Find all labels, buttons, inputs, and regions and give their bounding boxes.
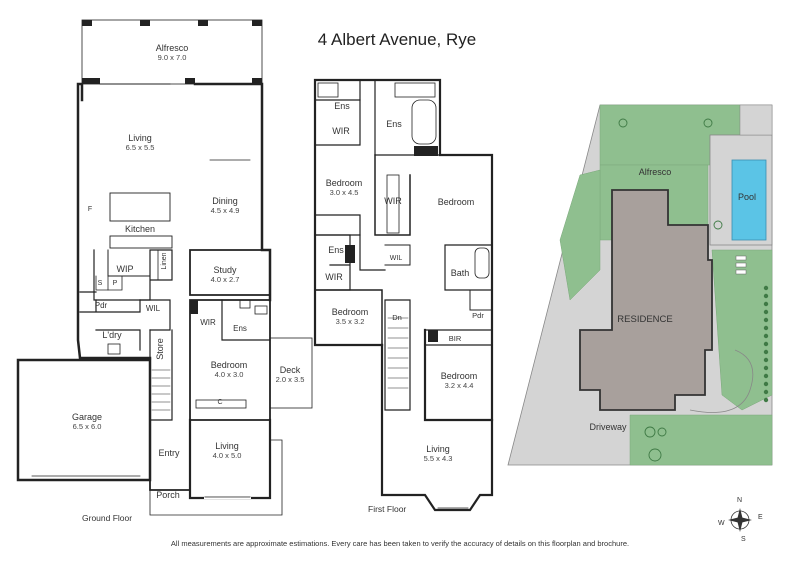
site-label-driveway: Driveway	[589, 422, 627, 432]
shelf-mark-s: S	[97, 280, 103, 287]
compass-n: N	[737, 497, 743, 504]
room-label-wip: WIP	[116, 264, 134, 274]
room-label-ens-c: Ens	[328, 245, 344, 255]
room-label-pdr: Pdr	[94, 301, 108, 310]
compass-w: W	[718, 520, 725, 527]
room-label-wir-c: WIR	[325, 272, 343, 282]
first-floor-title: First Floor	[368, 504, 407, 514]
fridge-mark: F	[87, 206, 93, 213]
alfresco-posts	[82, 20, 262, 84]
site-label-residence: RESIDENCE	[617, 314, 673, 325]
trees	[618, 118, 723, 462]
room-label-pdr-first: Pdr	[472, 311, 484, 320]
room-label-bath: Bath	[450, 268, 470, 278]
site-plan	[507, 104, 773, 466]
room-label-entry: Entry	[158, 448, 180, 458]
room-label-wil-first: WIL	[389, 255, 403, 262]
room-label-linen: Linen	[161, 252, 168, 270]
room-label-store: Store	[155, 338, 165, 360]
room-label-bir: BIR	[448, 334, 462, 343]
room-label-kitchen: Kitchen	[124, 224, 156, 234]
shelf-mark-p: P	[112, 280, 118, 287]
alfresco-outline	[81, 19, 263, 85]
room-label-wir: WIR	[200, 318, 216, 327]
room-label-wil: WIL	[145, 304, 161, 313]
hedge	[763, 285, 769, 403]
cupboard-mark-c: C	[217, 399, 223, 406]
room-label-ens: Ens	[233, 324, 247, 333]
room-label-wir-mid: WIR	[384, 196, 402, 206]
site-label-pool: Pool	[737, 192, 757, 202]
page-title: 4 Albert Avenue, Rye	[317, 30, 477, 49]
room-label-bedroom-b: Bedroom	[437, 197, 475, 207]
compass	[728, 508, 752, 532]
room-label-ens-a: Ens	[334, 101, 350, 111]
ground-floor-title: Ground Floor	[82, 513, 133, 523]
disclaimer: All measurements are approximate estimat…	[170, 539, 630, 548]
stairs-down-label: Dn	[392, 313, 402, 322]
room-label-porch: Porch	[156, 490, 180, 500]
site-label-alfresco: Alfresco	[638, 167, 672, 177]
room-label-wir-a: WIR	[332, 126, 350, 136]
compass-e: E	[758, 514, 763, 521]
compass-s: S	[741, 536, 746, 543]
first-floor-plan	[313, 78, 494, 512]
ground-floor-plan	[16, 19, 313, 516]
room-label-ldry: L'dry	[102, 330, 122, 340]
room-label-ens-b: Ens	[386, 119, 402, 129]
